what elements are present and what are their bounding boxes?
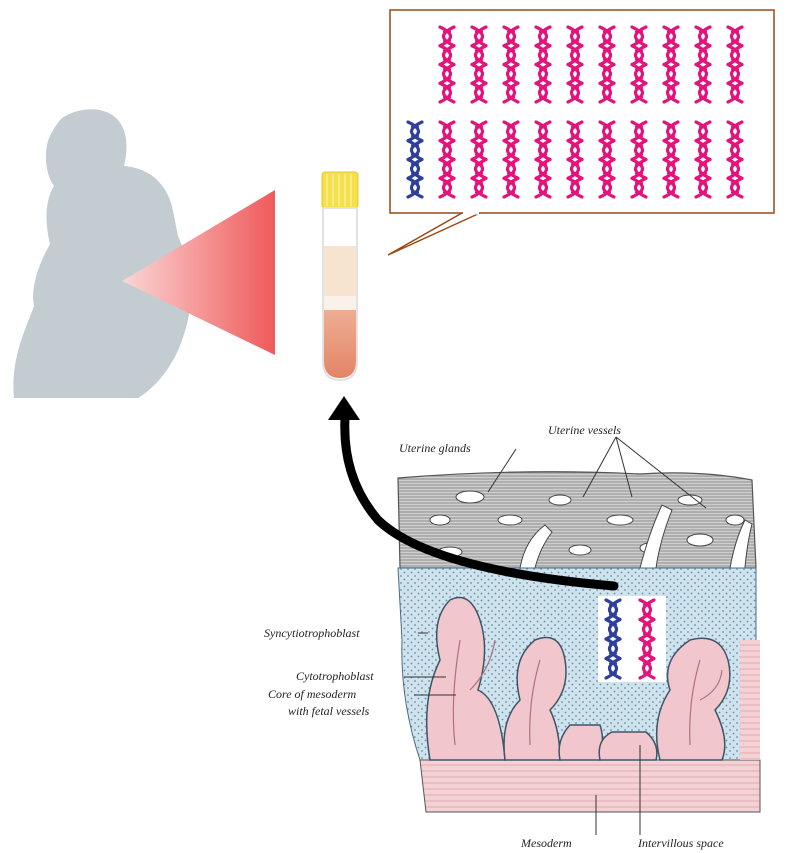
blood-tube — [322, 172, 358, 380]
plasma-layer — [324, 246, 356, 296]
label-intervillous-space: Intervillous space — [637, 836, 724, 850]
callout-pointer — [388, 213, 480, 255]
red-cell-layer — [324, 310, 356, 378]
label-core-line1: Core of mesoderm — [268, 687, 357, 701]
label-cytotrophoblast: Cytotrophoblast — [296, 669, 374, 683]
label-mesoderm: Mesoderm — [520, 836, 572, 850]
label-syncytiotrophoblast: Syncytiotrophoblast — [264, 626, 360, 640]
pregnant-woman-silhouette — [13, 109, 190, 398]
label-uterine-vessels: Uterine vessels — [548, 423, 621, 437]
flow-arrowhead — [328, 396, 360, 420]
dna-callout — [388, 10, 774, 255]
buffy-coat-layer — [324, 296, 356, 310]
mesoderm-layer — [420, 760, 760, 812]
label-uterine-glands: Uterine glands — [399, 441, 471, 455]
label-core-line2: with fetal vessels — [288, 704, 370, 718]
placenta-illustration — [398, 437, 760, 835]
